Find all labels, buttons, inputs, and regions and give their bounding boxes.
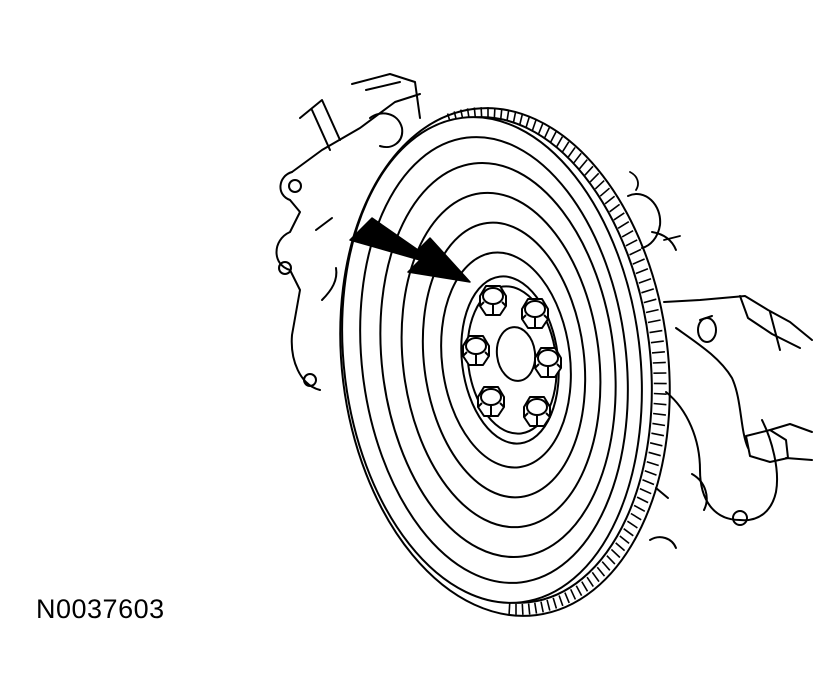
gear-tooth [626,520,638,529]
gear-tooth [653,392,667,395]
gear-tooth [575,585,583,596]
gear-tooth [508,603,511,615]
gear-detail-lines [629,171,681,241]
gear-tooth [650,340,664,344]
gear-tooth [543,127,551,139]
gear-tooth [584,165,594,176]
gear-tooth [606,555,616,565]
gear-tooth [493,107,496,119]
gear-tooth [613,212,625,221]
gear-tooth [621,230,634,238]
gear-tooth [499,108,503,120]
flywheel-bolts [462,285,562,427]
bolt [462,335,490,366]
bolt [521,298,549,329]
gear-tooth [506,109,510,122]
gear-tooth [599,187,611,197]
hub-center-bore [495,326,537,382]
gear-tooth [651,432,665,437]
gear-tooth [556,136,564,148]
gear-tooth [531,119,537,131]
gear-tooth [646,460,659,467]
gear-tooth [653,402,667,406]
gear-tooth [564,592,570,604]
bolt [534,347,562,378]
arrow-icon [349,217,471,283]
ring-gear-teeth [446,107,667,615]
gear-tooth [644,470,657,476]
bolt [479,285,507,316]
engine-block-left [275,73,421,391]
gear-tooth [629,248,642,256]
gear-tooth [645,308,659,314]
gear-tooth [569,588,577,600]
gear-tooth [578,159,588,170]
gear-tooth [643,298,657,304]
gear-tooth [651,351,665,354]
gear-tooth [480,107,483,119]
gear-tooth [594,180,605,190]
gear-tooth [512,111,517,123]
gear-tooth [641,288,655,294]
gear-tooth [630,512,642,521]
gear-tooth [596,566,606,577]
gear-tooth [652,422,666,427]
gear-tooth [648,451,661,457]
gear-tooth [642,479,655,486]
gear-tooth [558,595,564,607]
gear-tooth [521,603,524,615]
gear-tooth [537,123,544,135]
gear-tooth [546,599,551,611]
gear-tooth [652,361,666,364]
gear-tooth [534,602,538,614]
gear-tooth [518,113,524,126]
engine-block-right [627,193,813,549]
gear-tooth [601,561,611,571]
gear-tooth [591,571,600,583]
figure-id-label: N0037603 [36,594,165,624]
gear-tooth [636,496,649,504]
gear-tooth [525,116,531,128]
gear-tooth [625,239,638,247]
gear-tooth [619,535,630,545]
gear-tooth [615,542,626,552]
gear-tooth [589,172,600,183]
flywheel-face [341,116,643,604]
gear-tooth [609,203,621,213]
gear-tooth [623,528,634,537]
gear-tooth [567,146,576,158]
gear-tooth [581,581,589,592]
gear-tooth [649,329,663,334]
gear-tooth [561,141,570,153]
gear-tooth [647,319,661,324]
gear-tooth [632,258,645,265]
gear-tooth [540,601,544,613]
gear-tooth [527,603,531,615]
gear-tooth [549,131,557,143]
gear-tooth [586,576,594,588]
gear-tooth [649,442,663,447]
gear-tooth [552,597,558,609]
gear-tooth [635,268,649,275]
gear-tooth [633,504,646,513]
gear-tooth [638,278,652,284]
bolt [523,396,551,427]
gear-tooth [610,548,621,559]
gear-tooth [639,487,652,495]
gear-tooth [617,221,630,229]
gear-tooth [604,195,616,205]
bolt [477,386,505,417]
gear-tooth [573,152,582,164]
gear-tooth [653,412,666,416]
